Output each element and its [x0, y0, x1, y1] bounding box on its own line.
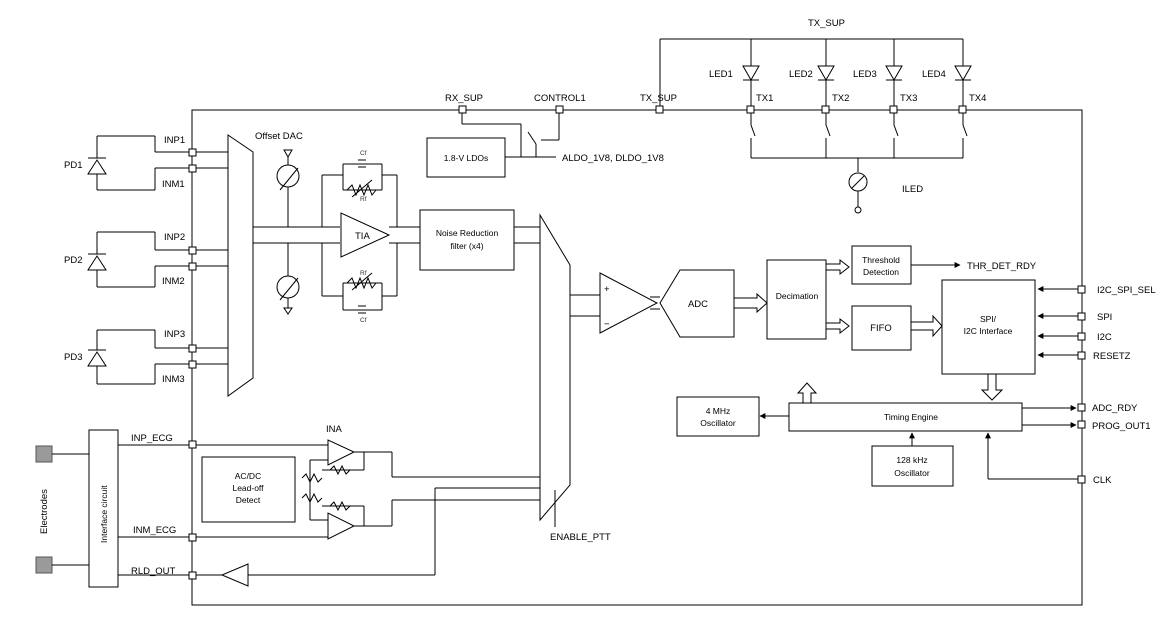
threshold-detection-block [851, 245, 912, 285]
fifo-label: FIFO [870, 323, 892, 334]
input-mux [227, 134, 254, 397]
prog-out1-label: PROG_OUT1 [1092, 421, 1151, 432]
aldo-label: ALDO_1V8, DLDO_1V8 [562, 153, 664, 164]
pd2-label: PD2 [64, 255, 82, 266]
ina-label: INA [326, 424, 343, 435]
rld-out-label: RLD_OUT [131, 566, 176, 577]
pga-amplifier [599, 272, 659, 334]
led4-label: LED4 [922, 69, 946, 80]
fifo-block [851, 305, 912, 351]
ldo-block [426, 137, 506, 178]
tx-sup-top-label: TX_SUP [808, 18, 845, 29]
osc-128khz-block [871, 445, 954, 487]
spi-label-line1: SPI/ [980, 314, 997, 324]
ppg-frontend: Offset DAC Cf Rf [227, 131, 420, 397]
ecg-section: Electrodes Interface circuit INP_ECG INM… [35, 424, 540, 588]
pd2-diode-icon [87, 255, 107, 271]
timing-engine-label: Timing Engine [884, 412, 938, 422]
tx1-label: TX1 [756, 93, 773, 104]
svg-text:Rf: Rf [360, 196, 367, 203]
led3-label: LED3 [853, 69, 877, 80]
nrf-label-line1: Noise Reduction [436, 228, 499, 238]
enable-ptt-label: ENABLE_PTT [550, 532, 611, 543]
osc-4mhz-block [676, 396, 760, 437]
rld-amplifier [220, 563, 249, 587]
offset-dac-lower-icon [276, 275, 300, 299]
led2-label: LED2 [789, 69, 813, 80]
spi-label-line2: I2C Interface [964, 326, 1013, 336]
osc128-label-line2: Oscillator [894, 468, 930, 478]
ina-lower-amplifier [327, 512, 356, 540]
supply-section: RX_SUP CONTROL1 TX_SUP 1.8-V LDOs ALDO_1… [426, 93, 677, 178]
pd1-label: PD1 [64, 160, 82, 171]
electrode-top-icon [35, 445, 53, 463]
i2c-pin-label: I2C [1097, 332, 1112, 343]
electrode-bottom-icon [35, 556, 53, 574]
ina-upper-amplifier [327, 439, 356, 466]
led2-diode-icon [817, 65, 835, 82]
svg-text:Cf: Cf [360, 150, 367, 157]
svg-text:Cf: Cf [360, 317, 367, 324]
electrodes-label: Electrodes [39, 489, 50, 534]
pd1-diode-icon [87, 159, 107, 175]
offset-dac-upper-icon [276, 164, 300, 188]
pd3-diode-icon [87, 351, 107, 367]
pga-plus-label: + [604, 284, 610, 295]
acdc-label-line1: AC/DC [235, 471, 261, 481]
osc4-label-line1: 4 MHz [706, 406, 731, 416]
tx2-label: TX2 [832, 93, 849, 104]
noise-reduction-filter [419, 209, 515, 271]
inp2-label: INP2 [164, 232, 185, 243]
rx-sup-label: RX_SUP [445, 93, 483, 104]
i2c-spi-sel-label: I2C_SPI_SEL [1097, 285, 1156, 296]
tx4-label: TX4 [969, 93, 986, 104]
acdc-label-line2: Lead-off [232, 483, 264, 493]
resetz-label: RESETZ [1093, 351, 1131, 362]
svg-text:Rf: Rf [360, 270, 367, 277]
tx-sup-label: TX_SUP [640, 93, 677, 104]
adc-rdy-label: ADC_RDY [1092, 403, 1138, 414]
osc128-label-line1: 128 kHz [896, 455, 927, 465]
spi-i2c-interface-block [941, 279, 1036, 375]
photodiodes: PD1 INP1 INM1 PD2 INP2 INM2 PD3 INP3 INM… [64, 135, 228, 385]
threshold-label-line1: Threshold [862, 255, 900, 265]
iled-label: ILED [902, 184, 923, 195]
threshold-label-line2: Detection [863, 267, 899, 277]
led1-label: LED1 [709, 69, 733, 80]
inp3-label: INP3 [164, 329, 185, 340]
acdc-label-line3: Detect [236, 495, 261, 505]
led4-diode-icon [954, 65, 972, 82]
inm1-label: INM1 [162, 179, 185, 190]
interface-circuit-block [88, 429, 119, 588]
led3-diode-icon [885, 65, 903, 82]
timing-engine-block [788, 402, 1023, 432]
inm2-label: INM2 [162, 276, 185, 287]
led1-diode-icon [742, 65, 760, 82]
inp-ecg-label: INP_ECG [131, 433, 173, 444]
tia-amplifier [340, 212, 391, 258]
inm-ecg-label: INM_ECG [133, 525, 176, 536]
offset-dac-label: Offset DAC [255, 131, 303, 142]
control1-label: CONTROL1 [534, 93, 586, 104]
pd3-label: PD3 [64, 352, 82, 363]
inp1-label: INP1 [164, 135, 185, 146]
acdc-leadoff-block [201, 456, 296, 523]
signal-mux [539, 213, 571, 522]
osc4-label-line2: Oscillator [700, 418, 736, 428]
interface-circuit-label: Interface circuit [99, 485, 109, 543]
nrf-label-line2: filter (x4) [450, 241, 483, 251]
decimation-label: Decimation [776, 291, 819, 301]
thr-det-rdy-label: THR_DET_RDY [967, 261, 1037, 272]
clk-label: CLK [1093, 475, 1112, 486]
pga-minus-label: − [604, 319, 610, 330]
tia-label: TIA [355, 231, 370, 242]
adc-label: ADC [688, 299, 708, 310]
led-network: TX_SUP LED1 LED2 LED3 LED4 TX1 TX2 TX3 T… [655, 18, 986, 214]
tx3-label: TX3 [900, 93, 917, 104]
decimation-block [766, 259, 827, 340]
spi-pin-label: SPI [1097, 312, 1112, 323]
ldo-label: 1.8-V LDOs [444, 153, 488, 163]
inm3-label: INM3 [162, 374, 185, 385]
